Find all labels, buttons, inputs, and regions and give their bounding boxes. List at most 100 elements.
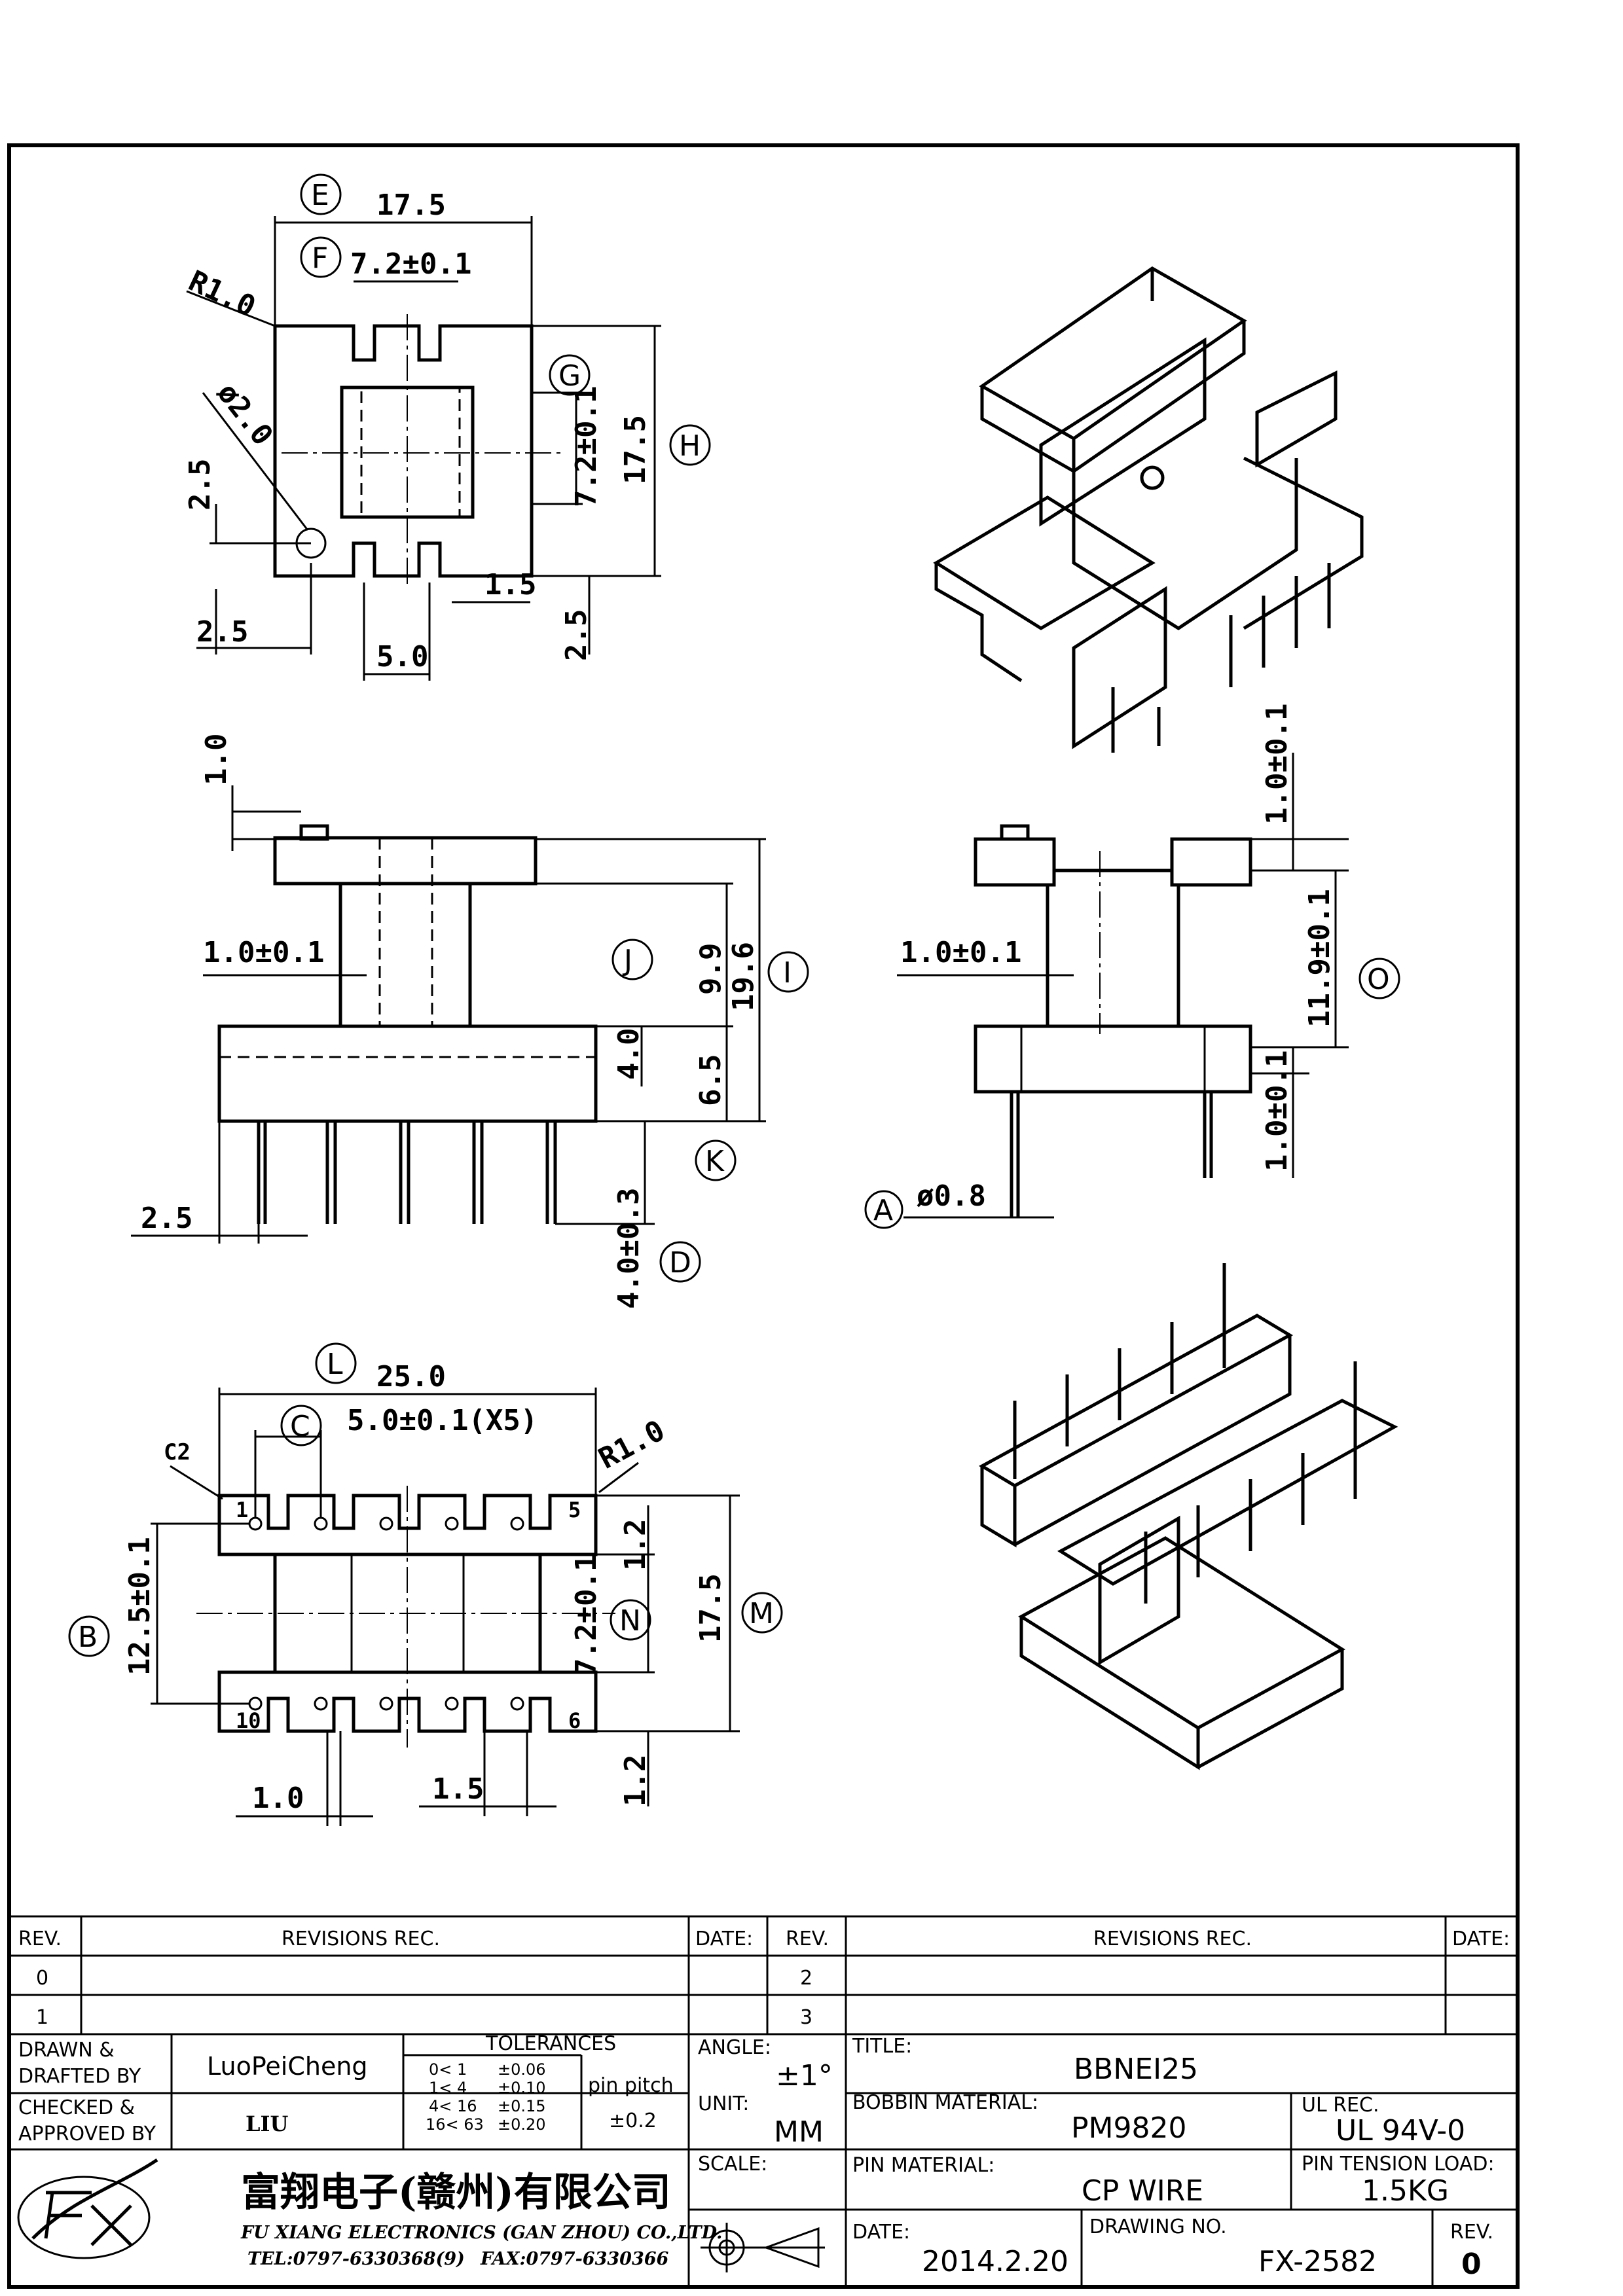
svg-text:N: N bbox=[619, 1604, 641, 1638]
callout-G: G bbox=[549, 354, 591, 396]
date-value: 2014.2.20 bbox=[922, 2245, 1068, 2278]
svg-text:O: O bbox=[1367, 963, 1390, 996]
revisions-header-left: REVISIONS REC. bbox=[282, 1928, 440, 1950]
title-value: BBNEI25 bbox=[1074, 2053, 1198, 2086]
rev-label: REV. bbox=[1450, 2221, 1493, 2244]
dim-rail-bottom: 1.2 bbox=[619, 1755, 652, 1806]
angle-label: ANGLE: bbox=[698, 2036, 771, 2059]
date-header-left: DATE: bbox=[695, 1928, 753, 1950]
svg-text:G: G bbox=[558, 359, 581, 393]
approved-label-2: APPROVED BY bbox=[18, 2123, 156, 2145]
dim-J: 9.9 bbox=[694, 943, 727, 995]
ul-value: UL 94V-0 bbox=[1336, 2114, 1465, 2147]
callout-C: C bbox=[280, 1405, 322, 1446]
drawing-frame bbox=[7, 143, 1520, 2289]
checked-by: LIU bbox=[246, 2111, 288, 2136]
callout-B: B bbox=[68, 1615, 110, 1657]
tol-range-3: 16< 63 bbox=[426, 2115, 484, 2134]
dim-side-top: 1.0±0.1 bbox=[1260, 704, 1294, 825]
dim-bottom-offset: 2.5 bbox=[196, 615, 248, 649]
projection-symbol bbox=[701, 2223, 825, 2272]
callout-L: L bbox=[315, 1342, 357, 1384]
dim-B: 12.5±0.1 bbox=[123, 1537, 156, 1676]
dim-H: 17.5 bbox=[619, 415, 652, 484]
revisions-header-right: REVISIONS REC. bbox=[1093, 1928, 1252, 1950]
unit-label: UNIT: bbox=[698, 2092, 749, 2115]
pin-material-label: PIN MATERIAL: bbox=[852, 2154, 994, 2177]
tol-value-2: ±0.15 bbox=[498, 2097, 546, 2115]
pin-10-label: 10 bbox=[236, 1708, 261, 1733]
radius-bottom: R1.0 bbox=[593, 1414, 670, 1476]
ul-label: UL REC. bbox=[1302, 2094, 1379, 2117]
company-name-en: FU XIANG ELECTRONICS (GAN ZHOU) CO.,LTD. bbox=[240, 2223, 722, 2243]
date-header-right: DATE: bbox=[1452, 1928, 1510, 1950]
svg-text:H: H bbox=[679, 429, 701, 463]
rev-row-0: 0 bbox=[36, 1967, 48, 1990]
rev-value: 0 bbox=[1461, 2248, 1482, 2281]
tol-range-1: 1< 4 bbox=[429, 2079, 467, 2097]
scale-label: SCALE: bbox=[698, 2153, 767, 2176]
revision-table: REV. REVISIONS REC. DATE: REV. REVISIONS… bbox=[9, 1915, 1518, 2287]
callout-O: O bbox=[1359, 958, 1400, 999]
svg-text:F: F bbox=[312, 242, 328, 275]
title-label: TITLE: bbox=[852, 2035, 912, 2058]
title-block: DRAWN & DRAFTED BY LuoPeiCheng CHECKED &… bbox=[9, 2032, 1518, 2287]
svg-text:J: J bbox=[622, 944, 632, 977]
bobbin-material-label: BOBBIN MATERIAL: bbox=[852, 2091, 1038, 2114]
pin-tension-value: 1.5KG bbox=[1362, 2174, 1449, 2208]
tol-value-0: ±0.06 bbox=[498, 2060, 546, 2079]
company-tel: TEL:0797-6330368(9) bbox=[247, 2249, 465, 2269]
svg-text:E: E bbox=[311, 179, 329, 212]
dim-I: 19.6 bbox=[727, 942, 760, 1011]
bobbin-material-value: PM9820 bbox=[1071, 2111, 1186, 2145]
dim-side-wall: 1.0±0.1 bbox=[900, 936, 1021, 969]
rev-header-right: REV. bbox=[786, 1928, 829, 1950]
dim-G: 7.2±0.1 bbox=[570, 386, 603, 507]
dim-pin-gap: 1.5 bbox=[432, 1772, 484, 1806]
drawn-label-1: DRAWN & bbox=[18, 2039, 115, 2062]
dim-K: 6.5 bbox=[694, 1054, 727, 1106]
svg-text:M: M bbox=[749, 1597, 774, 1630]
company-name-cn: 富翔电子(赣州)有限公司 bbox=[241, 2170, 671, 2215]
svg-text:A: A bbox=[873, 1194, 893, 1227]
dim-flange: 1.0 bbox=[200, 734, 233, 785]
rev-row-2: 2 bbox=[800, 1967, 812, 1990]
checked-label-1: CHECKED & bbox=[18, 2096, 135, 2119]
pin-material-value: CP WIRE bbox=[1082, 2174, 1203, 2208]
tol-range-0: 0< 1 bbox=[429, 2060, 467, 2079]
bottom-view: 1 5 10 6 25.0 5.0±0.1(X5) C2 R1.0 12.5±0… bbox=[123, 1360, 740, 1826]
tol-value-3: ±0.20 bbox=[498, 2115, 546, 2134]
dim-base: 4.0 bbox=[612, 1028, 646, 1080]
svg-text:C: C bbox=[290, 1410, 310, 1443]
rev-header-left: REV. bbox=[18, 1928, 62, 1950]
company-fax: FAX:0797-6330366 bbox=[480, 2249, 669, 2269]
callout-E: E bbox=[300, 173, 342, 215]
side-view: 1.0±0.1 1.0±0.1 11.9±0.1 1.0±0.1 ø0.8 bbox=[897, 704, 1349, 1219]
tol-value-1: ±0.10 bbox=[498, 2079, 546, 2097]
callout-M: M bbox=[741, 1592, 783, 1634]
dim-left-offset: 2.5 bbox=[183, 459, 217, 511]
unit-value: MM bbox=[774, 2115, 824, 2149]
rev-row-3: 3 bbox=[800, 2006, 812, 2029]
drawn-label-2: DRAFTED BY bbox=[18, 2065, 141, 2088]
pin-pitch-value: ±0.2 bbox=[609, 2109, 657, 2132]
front-view: 1.0 1.0±0.1 9.9 19.6 4.0 6.5 4.0±0.3 2.5 bbox=[131, 734, 766, 1309]
pin-tension-label: PIN TENSION LOAD: bbox=[1302, 2153, 1495, 2176]
dim-front-wall: 1.0±0.1 bbox=[203, 936, 324, 969]
svg-text:I: I bbox=[783, 956, 792, 990]
pin-pitch-label: pin pitch bbox=[588, 2074, 674, 2097]
dim-F: 7.2±0.1 bbox=[350, 247, 471, 281]
iso-view-top bbox=[933, 266, 1364, 753]
dim-rail-top: 1.2 bbox=[619, 1519, 652, 1571]
dim-L: 25.0 bbox=[376, 1360, 446, 1393]
rev-row-1: 1 bbox=[36, 2006, 48, 2029]
tol-range-2: 4< 16 bbox=[429, 2097, 477, 2115]
svg-text:D: D bbox=[669, 1246, 691, 1280]
callout-I: I bbox=[767, 951, 809, 993]
pin-6-label: 6 bbox=[568, 1708, 581, 1733]
svg-text:K: K bbox=[705, 1145, 725, 1178]
hole-dia: ø2.0 bbox=[210, 376, 279, 452]
callout-bubbles: E F G H I J K D O A L C B N M bbox=[68, 173, 1400, 1657]
dim-E: 17.5 bbox=[376, 188, 446, 222]
